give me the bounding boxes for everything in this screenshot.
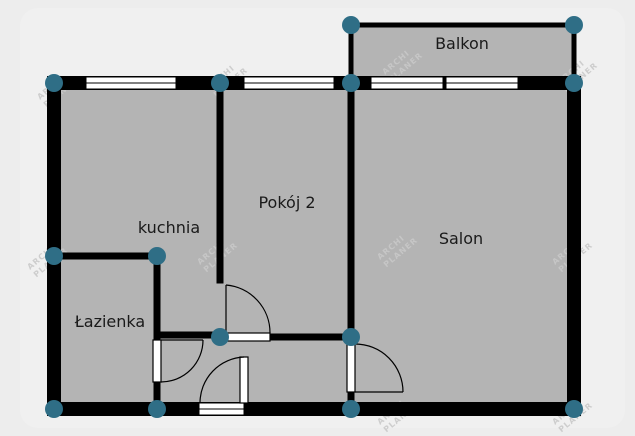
interior-walls — [50, 79, 355, 413]
door-bathroom — [152, 339, 204, 383]
wall-nodes — [45, 16, 583, 418]
node — [211, 328, 229, 346]
node — [565, 16, 583, 34]
node — [45, 247, 63, 265]
room-label-living: Salon — [439, 229, 483, 248]
node — [342, 400, 360, 418]
window-room2 — [243, 76, 335, 90]
window-entrance — [198, 402, 245, 416]
node — [342, 328, 360, 346]
node — [148, 247, 166, 265]
node — [45, 74, 63, 92]
floor-main — [54, 83, 574, 409]
room-label-balcony: Balkon — [435, 34, 489, 53]
room-label-bathroom: Łazienka — [74, 312, 145, 331]
node — [211, 74, 229, 92]
floor-balcony — [351, 25, 574, 83]
node — [565, 400, 583, 418]
node — [565, 74, 583, 92]
room-label-kitchen: kuchnia — [138, 218, 200, 237]
room-label-room2: Pokój 2 — [258, 193, 315, 212]
node — [45, 400, 63, 418]
window-salon-left — [370, 76, 444, 90]
window-kitchen — [85, 76, 177, 90]
balcony-walls — [348, 22, 577, 86]
node — [342, 74, 360, 92]
windows — [85, 76, 519, 416]
node — [148, 400, 166, 418]
node — [342, 16, 360, 34]
door-entrance — [199, 356, 249, 404]
window-salon-right — [445, 76, 519, 90]
